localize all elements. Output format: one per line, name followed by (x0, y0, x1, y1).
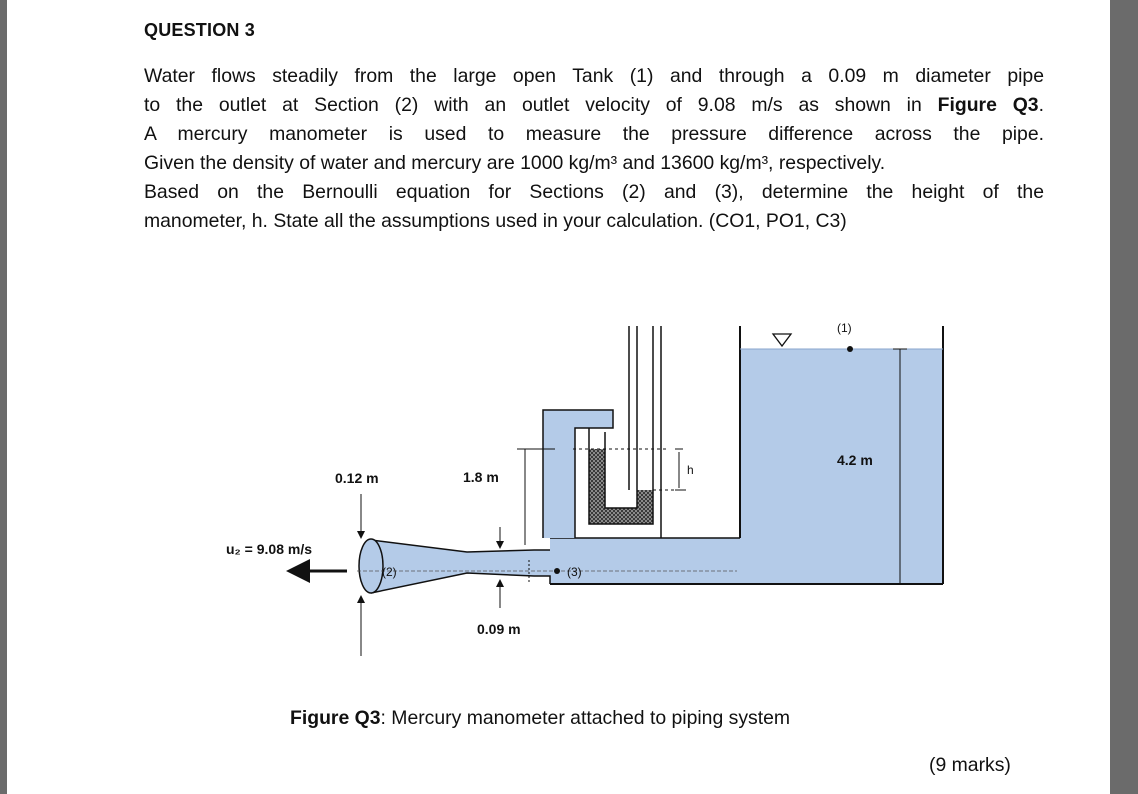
pipe-outline (370, 572, 551, 594)
u-tube (588, 428, 654, 525)
paragraph-line: manometer, h. State all the assumptions … (144, 210, 847, 232)
h-label: h (687, 463, 694, 477)
figure-reference-punct: . (1038, 94, 1044, 116)
pipe-diameter-label: 0.09 m (477, 621, 521, 637)
free-surface-symbol (771, 333, 793, 348)
caption-text: : Mercury manometer attached to piping s… (380, 707, 791, 729)
section1-point (847, 346, 853, 352)
paragraph-line-text: to the outlet at Section (2) with an out… (144, 94, 938, 116)
manometer-left-leg (542, 409, 614, 538)
figure-reference: Figure Q3 (937, 94, 1039, 116)
tank-height-label: 4.2 m (837, 452, 873, 468)
section2-label: (2) (382, 565, 397, 579)
outlet-ellipse (358, 538, 384, 594)
paragraph-line: Given the density of water and mercury a… (144, 152, 886, 174)
paragraph-line: Based on the Bernoulli equation for Sect… (144, 181, 1044, 203)
mercury-left (589, 449, 605, 523)
pipe-outline (370, 539, 550, 553)
figure-caption: Figure Q3: Mercury manometer attached to… (290, 707, 790, 730)
outlet-velocity-label: u₂ = 9.08 m/s (226, 541, 312, 557)
water-body (371, 349, 943, 593)
paragraph-line: Water flows steadily from the large open… (144, 65, 1044, 87)
paragraph-line: to the outlet at Section (2) with an out… (144, 91, 1044, 120)
section1-label: (1) (837, 321, 852, 335)
document-page: QUESTION 3 Water flows steadily from the… (7, 0, 1110, 794)
outlet-diameter-label: 0.12 m (335, 470, 379, 486)
u-tube-inner (604, 326, 638, 509)
section3-label: (3) (567, 565, 582, 579)
question-heading: QUESTION 3 (144, 20, 256, 40)
figure-q3-diagram: h (3) (2) (1) 4.2 m 1.8 m 0.09 m 0.12 m … (226, 321, 944, 656)
pipe-elevation-label: 1.8 m (463, 469, 499, 485)
paragraph-line: A mercury manometer is used to measure t… (144, 123, 1044, 145)
question-paragraph: Water flows steadily from the large open… (144, 62, 1044, 236)
mercury-right (637, 490, 653, 520)
marks-label: (9 marks) (929, 754, 1011, 776)
caption-figure-ref: Figure Q3 (290, 707, 381, 729)
section3-point (554, 568, 560, 574)
